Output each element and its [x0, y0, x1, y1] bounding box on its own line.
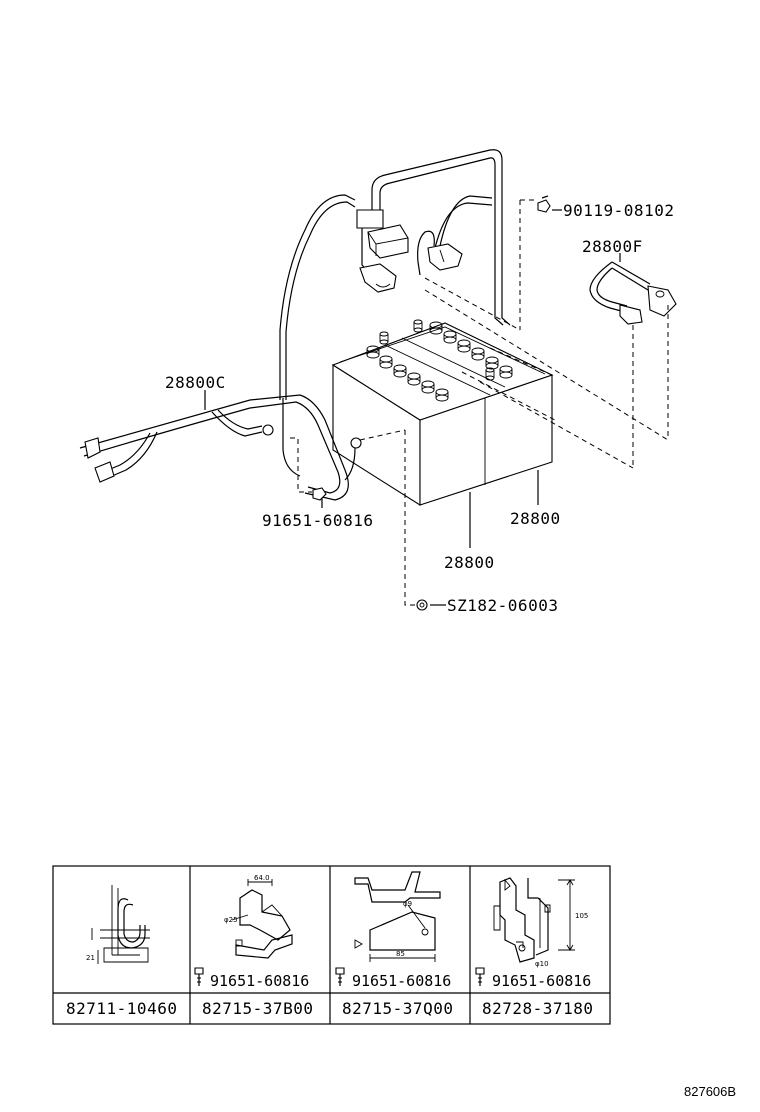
- label-cable-28800c: 28800C: [165, 373, 226, 392]
- label-clamp-bolt-top: 90119-08102: [563, 201, 674, 220]
- cell-bolt-label: 91651-60816: [210, 972, 309, 990]
- cell-bolt-label: 91651-60816: [352, 972, 451, 990]
- label-battery-right: 28800: [510, 509, 561, 528]
- bolt-icon: [475, 967, 485, 986]
- dim-label: 105: [575, 912, 588, 920]
- cell-part-number: 82715-37Q00: [342, 999, 453, 1018]
- label-bolt-left: 91651-60816: [262, 511, 373, 530]
- bracket-82715-37b00-illustration: 64.0 φ25: [224, 874, 293, 959]
- bracket-82715-37q00-illustration: φ9 85: [354, 871, 441, 962]
- cable-28800c-illustration: [79, 149, 511, 501]
- cell-bolt-label: 91651-60816: [492, 972, 591, 990]
- nut-icon: [416, 599, 428, 611]
- parts-table: [52, 865, 611, 1025]
- label-battery-bottom: 28800: [444, 553, 495, 572]
- dim-label: 85: [396, 950, 405, 958]
- dim-label: φ10: [535, 960, 549, 968]
- bolt-icon: [312, 487, 327, 501]
- label-nut-bottom: SZ182-06003: [447, 596, 558, 615]
- cell-part-number: 82711-10460: [66, 999, 177, 1018]
- dim-label: 21: [86, 954, 95, 962]
- bolt-icon: [537, 195, 551, 213]
- bolt-icon: [335, 967, 345, 986]
- cable-28800f-illustration: [589, 261, 677, 325]
- dim-label: 64.0: [254, 874, 270, 882]
- cell-part-number: 82715-37B00: [202, 999, 313, 1018]
- dim-label: φ9: [403, 900, 412, 908]
- bolt-icon: [194, 967, 204, 986]
- leader-lines: [204, 199, 669, 606]
- bracket-82711-10460-illustration: 21: [86, 885, 150, 964]
- label-cable-28800f: 28800F: [582, 237, 643, 256]
- dim-label: φ25: [224, 916, 238, 924]
- diagram-reference-code: 827606B: [684, 1084, 736, 1099]
- bracket-82728-37180-illustration: 105 φ10: [493, 877, 588, 968]
- battery-illustration: [331, 319, 554, 506]
- cell-part-number: 82728-37180: [482, 999, 593, 1018]
